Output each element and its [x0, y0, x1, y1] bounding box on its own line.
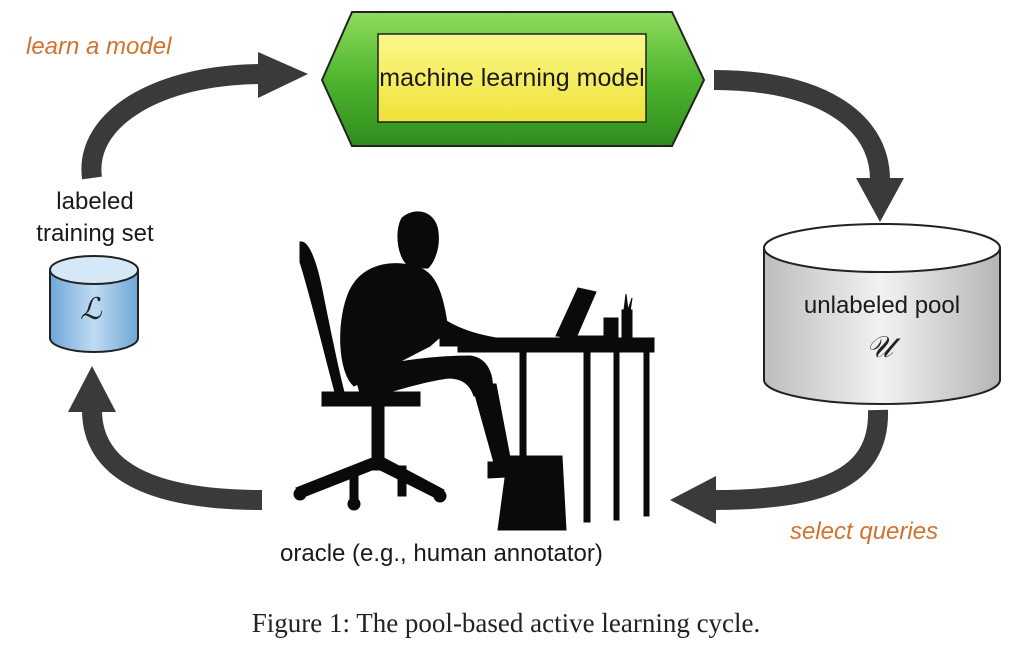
learn-a-model-label: learn a model	[26, 33, 172, 60]
oracle-label: oracle (e.g., human annotator)	[280, 540, 603, 567]
select-queries-label: select queries	[790, 518, 939, 545]
unlabeled-pool-label: unlabeled pool	[803, 292, 961, 319]
arrow-learn-model	[81, 64, 263, 180]
arrow-select-queries	[711, 409, 889, 510]
arrowhead-to-pool	[856, 178, 904, 222]
figure-caption: Figure 1: The pool-based active learning…	[251, 608, 761, 638]
labeled-set-cylinder-icon	[49, 255, 139, 353]
arrowhead-select-queries	[670, 476, 716, 524]
arrow-to-labeled	[82, 409, 263, 510]
labeled-training-set-label: labeled training set	[36, 188, 154, 247]
arrow-to-pool	[713, 70, 890, 181]
model-hexagon	[320, 11, 706, 147]
unlabeled-pool-symbol: 𝒰	[866, 330, 893, 365]
cycle-arrows	[68, 52, 904, 524]
arrowhead-learn-model	[258, 52, 308, 98]
arrowhead-to-labeled	[68, 366, 116, 412]
person-at-desk-silhouette	[293, 211, 655, 531]
model-box-label: machine learning model	[379, 63, 645, 92]
labeled-set-symbol: ℒ	[80, 292, 102, 327]
unlabeled-pool-cylinder-icon	[763, 223, 1001, 405]
